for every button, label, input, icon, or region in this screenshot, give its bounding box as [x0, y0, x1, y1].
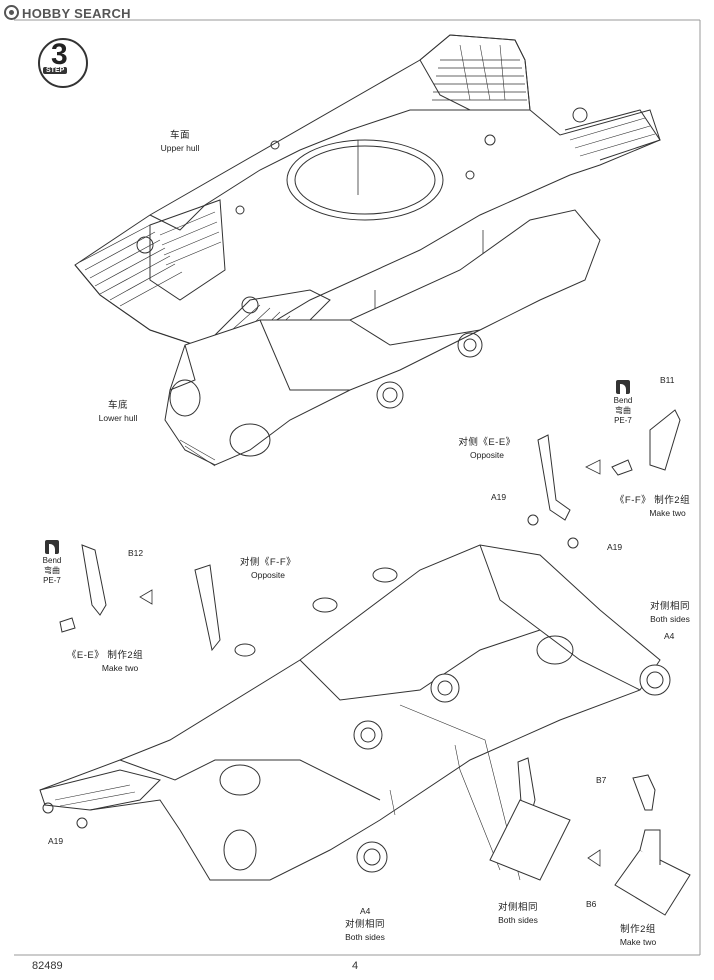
part-ee-opposite-drawing — [537, 434, 571, 521]
a19-upper-part — [527, 514, 539, 526]
a19-right-part — [567, 537, 579, 549]
label-opposite-ff-cn: 对侧《F-F》 — [239, 557, 297, 568]
label-opposite-ee: 对侧《E-E》 Opposite — [452, 437, 522, 461]
part-ff-opposite-drawing — [194, 564, 221, 652]
model-number: 82489 — [32, 960, 63, 972]
label-upper-hull-en: Upper hull — [160, 143, 200, 153]
arrow-b6 — [587, 849, 601, 867]
label-both-sides-a4-right: 对侧相同 Both sides — [640, 601, 700, 625]
label-lower-hull-en: Lower hull — [98, 413, 138, 423]
part-code-a19-right: A19 — [607, 542, 623, 552]
part-b12-drawing — [59, 544, 107, 633]
part-code-b12: B12 — [128, 548, 144, 558]
label-opposite-ee-cn: 对侧《E-E》 — [458, 437, 516, 448]
bend-left-code: PE-7 — [43, 576, 61, 585]
hull-bottom-view-drawing — [39, 544, 671, 881]
label-make-two-ff: 《F-F》 制作2组 Make two — [610, 495, 695, 519]
part-code-b7: B7 — [596, 775, 607, 785]
lower-hull-drawing — [164, 209, 601, 467]
page-number: 4 — [352, 960, 359, 972]
bend-icon — [45, 540, 59, 554]
watermark: HOBBY SEARCH — [4, 5, 131, 21]
label-make-two-ee-cn: 《E-E》 制作2组 — [66, 650, 144, 661]
bend-left-en: Bend — [42, 556, 62, 565]
bend-right-cn: 弯曲 — [615, 406, 631, 415]
label-opposite-ff-en: Opposite — [250, 570, 286, 580]
label-both-sides-center-cn: 对侧相同 — [497, 902, 538, 913]
label-lower-hull: 车底 Lower hull — [88, 400, 148, 424]
label-make-two-ee: 《E-E》 制作2组 Make two — [55, 650, 155, 674]
label-both-sides-a4-right-cn: 对侧相同 — [649, 601, 690, 612]
bend-icon — [616, 380, 630, 394]
label-both-sides-center-en: Both sides — [498, 915, 538, 925]
label-both-sides-a4-right-en: Both sides — [650, 614, 690, 624]
watermark-logo-icon — [4, 5, 19, 20]
part-b11-drawing — [611, 409, 681, 476]
leader-b — [454, 744, 501, 871]
upper-hull-drawing — [74, 34, 661, 361]
label-both-sides-a4-bottom-cn: 对侧相同 — [344, 919, 385, 930]
label-both-sides-a4-bottom: 对侧相同 Both sides — [335, 919, 395, 943]
label-upper-hull: 车面 Upper hull — [150, 130, 210, 154]
watermark-text: HOBBY SEARCH — [22, 6, 131, 21]
label-make-two-ff-en: Make two — [649, 508, 686, 518]
bend-right-en: Bend — [613, 396, 633, 405]
arrow-left-part — [139, 589, 153, 605]
label-lower-hull-cn: 车底 — [107, 400, 128, 411]
part-code-b6: B6 — [586, 899, 597, 909]
arrow-right-part — [585, 459, 601, 475]
label-make-two-b6-cn: 制作2组 — [620, 924, 656, 935]
step-word: STEP — [43, 67, 68, 74]
part-b6-b7-drawing — [489, 757, 691, 916]
label-make-two-ff-cn: 《F-F》 制作2组 — [614, 495, 691, 506]
label-make-two-b6: 制作2组 Make two — [608, 924, 668, 948]
label-upper-hull-cn: 车面 — [169, 130, 190, 141]
bend-right-code: PE-7 — [614, 416, 632, 425]
part-code-a4-bottom: A4 — [360, 906, 371, 916]
step-number: 3 — [51, 38, 68, 71]
label-make-two-ee-en: Make two — [101, 663, 139, 673]
bend-instruction-right: Bend 弯曲 PE-7 — [603, 380, 643, 426]
label-opposite-ff: 对侧《F-F》 Opposite — [228, 557, 308, 581]
label-both-sides-center: 对侧相同 Both sides — [488, 902, 548, 926]
bend-instruction-left: Bend 弯曲 PE-7 — [32, 540, 72, 586]
part-code-a19-left: A19 — [48, 836, 64, 846]
bend-left-cn: 弯曲 — [44, 566, 60, 575]
part-code-a4-right: A4 — [664, 631, 675, 641]
part-code-a19-upper: A19 — [491, 492, 507, 502]
leader-a4 — [389, 789, 396, 816]
label-make-two-b6-en: Make two — [619, 937, 657, 947]
label-opposite-ee-en: Opposite — [469, 450, 505, 460]
part-code-b11: B11 — [660, 375, 675, 385]
step-badge: 3 STEP — [38, 38, 88, 88]
label-both-sides-a4-bottom-en: Both sides — [345, 932, 385, 942]
